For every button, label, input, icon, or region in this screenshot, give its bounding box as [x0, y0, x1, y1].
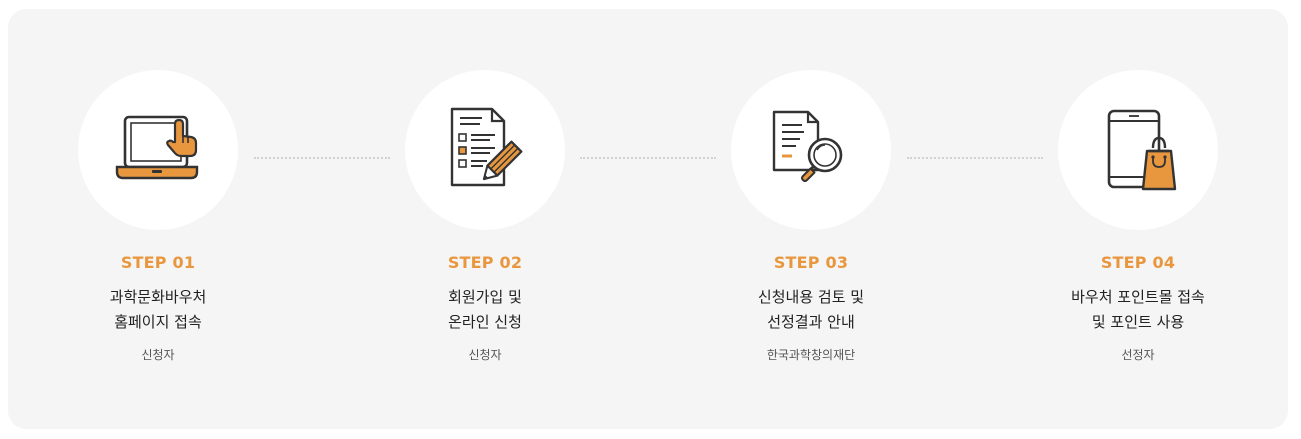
step-1-actor: 신청자	[141, 348, 175, 362]
process-steps-panel: STEP 01 과학문화바우처 홈페이지 접속 신청자	[8, 9, 1288, 429]
mobile-shopping-bag-icon	[1107, 109, 1177, 191]
step-4-label: STEP 04	[1100, 253, 1176, 272]
step-3-actor: 한국과학창의재단	[766, 348, 856, 362]
step-3-title-line-2: 선정결과 안내	[767, 313, 855, 331]
step-1-title-line-2: 홈페이지 접속	[114, 313, 202, 331]
step-4-title-line-1: 바우처 포인트몰 접속	[1071, 288, 1205, 306]
laptop-hand-icon	[115, 115, 199, 180]
step-2-title: 회원가입 및 온라인 신청	[335, 285, 635, 335]
step-2-actor: 신청자	[468, 348, 502, 362]
form-pencil-icon	[450, 107, 523, 187]
step-4-icon-circle	[1058, 70, 1218, 230]
step-3-label: STEP 03	[773, 253, 849, 272]
connector-dots-3	[907, 157, 1043, 159]
step-3-icon-circle	[731, 70, 891, 230]
connector-dots-1	[254, 157, 390, 159]
step-3-title: 신청내용 검토 및 선정결과 안내	[661, 285, 961, 335]
step-2-label: STEP 02	[447, 253, 523, 272]
step-2-title-line-1: 회원가입 및	[448, 288, 522, 306]
step-1-title-line-1: 과학문화바우처	[109, 288, 207, 306]
step-4-actor: 선정자	[1121, 348, 1155, 362]
step-2-title-line-2: 온라인 신청	[448, 313, 522, 331]
step-4: STEP 04 바우처 포인트몰 접속 및 포인트 사용 선정자	[988, 70, 1288, 364]
step-3-title-line-1: 신청내용 검토 및	[757, 288, 865, 306]
step-2: STEP 02 회원가입 및 온라인 신청 신청자	[335, 70, 635, 364]
document-search-icon	[772, 110, 843, 182]
step-1-title: 과학문화바우처 홈페이지 접속	[8, 285, 308, 335]
step-4-title-line-2: 및 포인트 사용	[1091, 313, 1185, 331]
step-1-icon-circle	[78, 70, 238, 230]
step-2-icon-circle	[405, 70, 565, 230]
connector-dots-2	[580, 157, 716, 159]
step-1-label: STEP 01	[120, 253, 196, 272]
step-1: STEP 01 과학문화바우처 홈페이지 접속 신청자	[8, 70, 308, 364]
step-3: STEP 03 신청내용 검토 및 선정결과 안내 한국과학창의재단	[661, 70, 961, 364]
step-4-title: 바우처 포인트몰 접속 및 포인트 사용	[988, 285, 1288, 335]
